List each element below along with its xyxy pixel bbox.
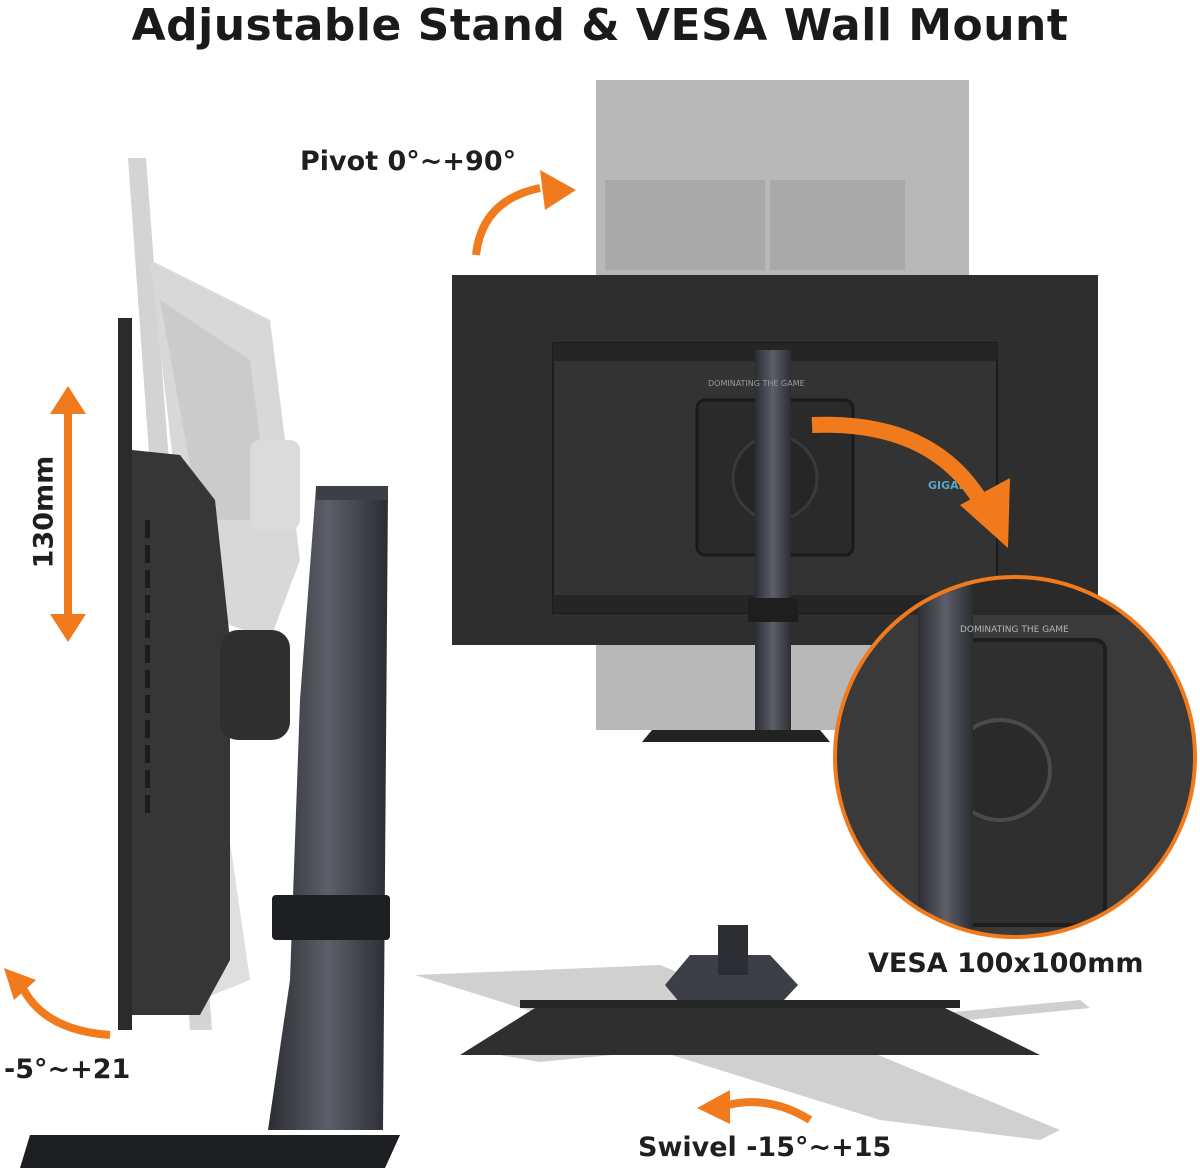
side-view-monitor (20, 158, 400, 1168)
back-stand-base (642, 730, 830, 742)
zoom-tagline-text: DOMINATING THE GAME (960, 625, 1069, 635)
stand-post (268, 487, 388, 1130)
zoom-arrow (811, 416, 1010, 548)
cable-clip (272, 895, 390, 940)
pivot-label: Pivot 0°~+90° (300, 146, 517, 177)
back-stand-post (755, 350, 791, 730)
height-label: 130mm (28, 455, 60, 569)
vent-slots (145, 520, 150, 813)
vesa-zoom-circle: DOMINATING THE GAME (833, 575, 1197, 939)
tilt-label: -5°~+21 (4, 1054, 131, 1085)
swivel-view-monitor (415, 925, 1090, 1140)
pivot-arrow (472, 170, 576, 256)
swivel-panel (460, 1008, 1040, 1055)
vesa-label: VESA 100x100mm (868, 948, 1144, 979)
side-panel (118, 318, 132, 1030)
stand-hinge (220, 630, 290, 740)
stand-base (20, 1135, 400, 1168)
tilt-arrow (4, 968, 111, 1039)
monitor-back-housing (132, 450, 230, 1015)
tagline-text: DOMINATING THE GAME (708, 379, 805, 388)
swivel-arrow (697, 1090, 813, 1124)
swivel-label: Swivel -15°~+15 (638, 1132, 892, 1163)
height-arrow (50, 386, 86, 642)
page-title: Adjustable Stand & VESA Wall Mount (131, 0, 1069, 51)
